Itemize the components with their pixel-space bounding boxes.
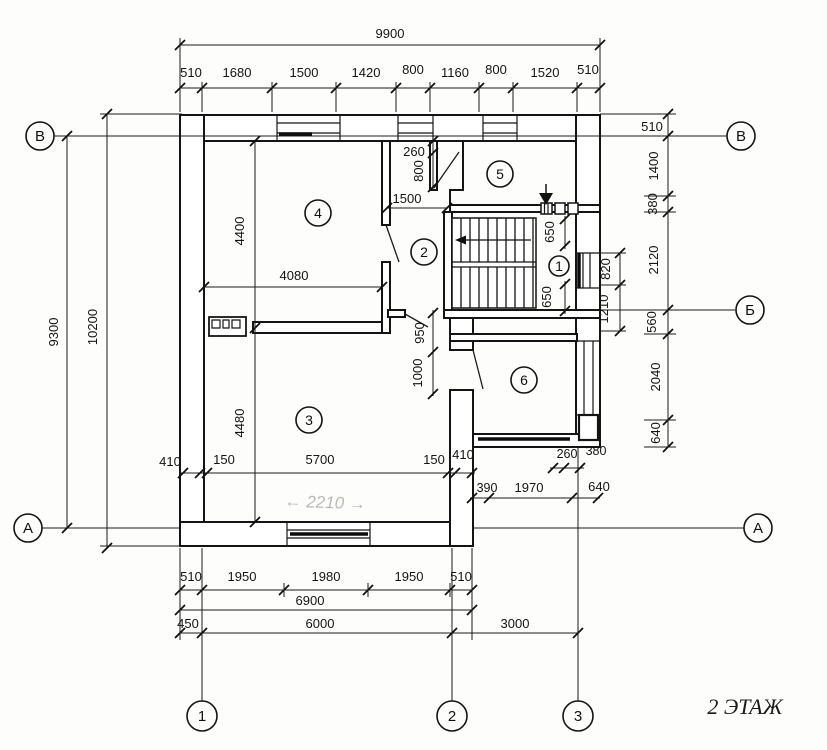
vent-blocks — [540, 202, 579, 215]
room-circle-2 — [410, 238, 438, 266]
dim-room4-height: 4400 — [232, 217, 247, 246]
dim-base-6000: 6000 — [306, 616, 335, 631]
room-number-5: 5 — [496, 166, 504, 182]
axis-grid-lines — [42, 309, 744, 701]
door-leaves — [385, 151, 484, 390]
dim-binner-2: 5700 — [306, 452, 335, 467]
stove-symbol — [208, 316, 247, 337]
dim-binner-1: 150 — [213, 452, 235, 467]
window-pier — [577, 413, 600, 442]
dim-top-7: 1520 — [531, 65, 560, 80]
room-number-6: 6 — [520, 372, 528, 388]
dimension-labels: 9900 510 1680 1500 1420 800 1160 800 152… — [46, 26, 663, 631]
dim-top-overall: 9900 — [376, 26, 405, 41]
dim-top-8: 510 — [577, 62, 599, 77]
dim-binner-0: 410 — [159, 454, 181, 469]
dim-corner-380: 380 — [586, 444, 607, 458]
dim-landing-650b: 650 — [539, 286, 554, 308]
axis-label-v-right: В — [736, 128, 746, 145]
axis-circle-a-right — [743, 513, 773, 543]
staircase — [451, 217, 537, 309]
room-circle-6 — [510, 366, 538, 394]
axis-circle-1 — [186, 700, 218, 732]
dim-bchain-0: 510 — [180, 569, 202, 584]
room-circle-1 — [548, 255, 570, 277]
room-circle-4 — [304, 199, 332, 227]
dim-right-offset: 510 — [641, 119, 663, 134]
dim-bright-1970: 1970 — [515, 480, 544, 495]
dim-niche-800: 800 — [411, 160, 426, 182]
room-circle-5 — [486, 160, 514, 188]
dim-room3-height: 4480 — [232, 409, 247, 438]
dim-top-6: 800 — [485, 62, 507, 77]
entrance-arrow-icon — [539, 184, 553, 205]
dim-landing-650a: 650 — [542, 221, 557, 243]
axis-circle-a-left — [13, 513, 43, 543]
axis-label-2: 2 — [448, 708, 456, 725]
dim-top-2: 1500 — [290, 65, 319, 80]
axis-label-a-right: А — [753, 520, 763, 537]
dim-btotal-6900: 6900 — [296, 593, 325, 608]
room-circle-3 — [295, 406, 323, 434]
dim-right-5: 640 — [648, 422, 663, 444]
axis-label-b-right: Б — [745, 302, 755, 319]
dimension-lines — [61, 38, 676, 640]
dim-room4-width: 4080 — [280, 268, 309, 283]
axis-label-v-left: В — [35, 128, 45, 145]
axis-circle-v-left — [25, 121, 55, 151]
plan-title: 2 ЭТАЖ — [707, 694, 783, 719]
dim-corner-260: 260 — [557, 447, 578, 461]
axis-label-a-left: А — [23, 520, 33, 537]
axis-label-3: 3 — [574, 708, 582, 725]
dim-left-outer: 10200 — [85, 309, 100, 345]
dim-bright-390: 390 — [477, 481, 498, 495]
dim-bchain-4: 510 — [450, 569, 472, 584]
dim-base-3000: 3000 — [501, 616, 530, 631]
dim-right-3: 560 — [644, 311, 659, 333]
dim-niche-260: 260 — [403, 144, 425, 159]
dim-binner-4: 410 — [452, 447, 474, 462]
axis-circle-b-right — [735, 295, 765, 325]
fixture-symbols — [208, 184, 579, 337]
dim-bright-640: 640 — [588, 479, 610, 494]
dim-binner-3: 150 — [423, 452, 445, 467]
dim-bchain-1: 1950 — [228, 569, 257, 584]
axis-marker-circles: В В Б А А 1 2 3 — [13, 121, 773, 732]
dim-top-4: 800 — [402, 62, 424, 77]
dim-bchain-3: 1950 — [395, 569, 424, 584]
axis-label-1: 1 — [198, 708, 206, 725]
room-number-2: 2 — [420, 244, 428, 260]
dim-window-1210: 1210 — [596, 295, 611, 324]
dim-door-1500: 1500 — [393, 191, 422, 206]
dim-top-3: 1420 — [352, 65, 381, 80]
stair-direction-arrow-icon — [455, 235, 466, 245]
pencil-annotation: ← 2210 → — [284, 492, 366, 514]
dim-right-2: 2120 — [646, 246, 661, 275]
axis-circle-v-right — [726, 121, 756, 151]
dim-base-450: 450 — [177, 616, 199, 631]
dim-bchain-2: 1980 — [312, 569, 341, 584]
dim-left-inner: 9300 — [46, 318, 61, 347]
axis-circle-3 — [562, 700, 594, 732]
axis-circle-2 — [436, 700, 468, 732]
dim-passage-950: 950 — [412, 322, 427, 344]
dim-right-1: 380 — [645, 193, 660, 215]
dim-top-1: 1680 — [223, 65, 252, 80]
room-number-circles: 1 2 3 4 5 6 — [295, 160, 570, 434]
dim-top-5: 1160 — [441, 65, 469, 80]
dim-window-820: 820 — [598, 258, 613, 280]
dim-right-4: 2040 — [648, 363, 663, 392]
dim-top-0: 510 — [180, 65, 202, 80]
window-symbols — [276, 115, 600, 546]
room-number-1: 1 — [555, 258, 563, 274]
room-number-3: 3 — [305, 412, 313, 428]
dim-right-0: 1400 — [646, 152, 661, 181]
room-number-4: 4 — [314, 205, 322, 221]
dim-passage-1000: 1000 — [410, 359, 425, 388]
